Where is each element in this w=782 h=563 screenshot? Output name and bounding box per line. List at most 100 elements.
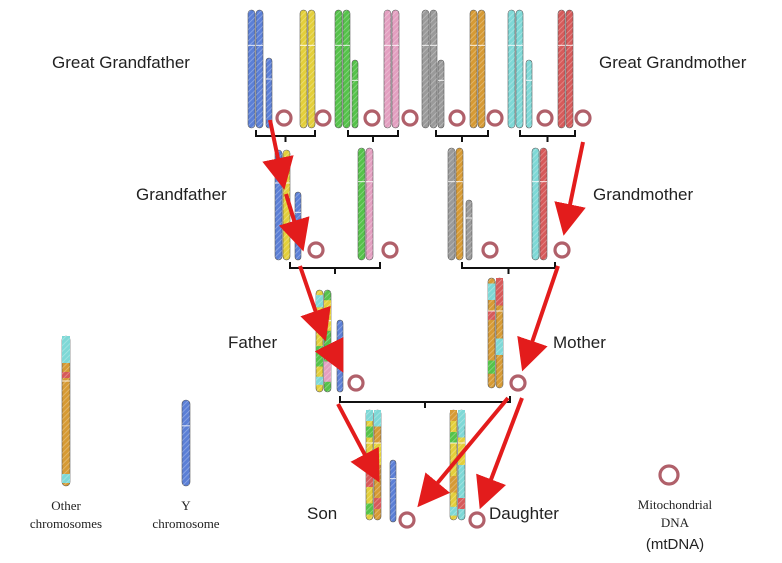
ggm-chromosome <box>429 9 438 129</box>
gm-mtdna-ring-icon <box>481 241 499 259</box>
chromosome-texture <box>316 290 323 392</box>
daughter-mtdna-ring-icon <box>468 511 486 529</box>
mother-chromosome <box>487 277 496 389</box>
chromosome-texture <box>248 10 255 128</box>
mtdna-rings <box>275 109 680 529</box>
legend-other-line2: chromosomes <box>30 516 102 531</box>
label-daughter: Daughter <box>489 504 559 523</box>
chromosome-texture <box>308 10 315 128</box>
chromosome-texture <box>392 10 399 128</box>
legend-other-chromosome-icon <box>61 335 71 487</box>
gm-chromosome <box>465 199 473 261</box>
ggf-mtdna-ring-icon <box>314 109 332 127</box>
gf-mtdna-ring-icon <box>307 241 325 259</box>
legend-other-line1: Other <box>51 498 81 513</box>
chromosome-texture <box>366 148 373 260</box>
arrow-icon <box>278 193 310 252</box>
mother-mtdna-ring-icon <box>509 374 527 392</box>
chromosome-texture <box>532 148 539 260</box>
chromosome-texture <box>566 10 573 128</box>
legend-mtdna-ring-icon <box>658 464 680 486</box>
chromosome-texture <box>256 10 263 128</box>
chromosome-texture <box>62 336 70 486</box>
chromosome-texture <box>390 460 396 522</box>
legend-mt-line1: Mitochondrial <box>638 497 713 512</box>
chromosome-texture <box>488 278 495 388</box>
chromosome-texture <box>384 10 391 128</box>
ggm-bracket <box>519 130 576 142</box>
ggm-mtdna-ring-icon <box>536 109 554 127</box>
label-mother: Mother <box>553 333 606 352</box>
chromosome-texture <box>496 278 503 388</box>
father-chromosome <box>323 289 332 393</box>
ggm-chromosome <box>507 9 516 129</box>
label-son: Son <box>307 504 337 523</box>
gm-chromosome <box>455 147 464 261</box>
chromosome-texture <box>374 410 381 520</box>
parents-bracket <box>339 396 511 408</box>
chromosome-texture <box>430 10 437 128</box>
gm-chromosome <box>447 147 456 261</box>
chromosome-texture <box>526 60 532 128</box>
gm-chromosome <box>539 147 548 261</box>
label-father: Father <box>228 333 277 352</box>
arrow-icon <box>336 403 380 483</box>
pairing-brackets <box>255 130 576 408</box>
ggf-mtdna-ring-icon <box>275 109 293 127</box>
gf-chromosome <box>357 147 366 261</box>
chromosome-texture <box>438 60 444 128</box>
chromosome-texture <box>516 10 523 128</box>
ggf-bracket <box>255 130 316 142</box>
chromosome-texture <box>422 10 429 128</box>
chromosome-texture <box>335 10 342 128</box>
gm-mtdna-ring-icon <box>553 241 571 259</box>
chromosome-texture <box>352 60 358 128</box>
arrow-icon <box>314 336 344 373</box>
ggf-chromosome <box>351 59 359 129</box>
legend: Other chromosomes Y chromosome Mitochond… <box>30 497 713 553</box>
ggm-bracket <box>435 130 489 142</box>
chromosome-texture <box>458 410 465 520</box>
ggf-mtdna-ring-icon <box>401 109 419 127</box>
chromosome-texture <box>470 10 477 128</box>
ggm-chromosome <box>469 9 478 129</box>
ggm-chromosome <box>565 9 574 129</box>
arrow-icon <box>417 396 510 508</box>
ggf-mtdna-ring-icon <box>363 109 381 127</box>
ggf-chromosome <box>307 9 316 129</box>
chromosome-texture <box>456 148 463 260</box>
gf-mtdna-ring-icon <box>381 241 399 259</box>
legend-y-line2: chromosome <box>152 516 219 531</box>
ggm-chromosome <box>437 59 445 129</box>
ggf-y-chromosome <box>265 57 273 129</box>
gf-bracket <box>289 262 381 274</box>
chromosome-texture <box>448 148 455 260</box>
ggm-mtdna-ring-icon <box>486 109 504 127</box>
ggm-chromosome <box>515 9 524 129</box>
son-y-chromosome <box>389 459 397 523</box>
gm-chromosome <box>531 147 540 261</box>
chromosome-texture <box>466 200 472 260</box>
daughter-chromosome <box>457 409 466 521</box>
ggm-chromosome <box>557 9 566 129</box>
chromosome-texture <box>343 10 350 128</box>
chromosome-texture <box>540 148 547 260</box>
ggm-chromosome <box>421 9 430 129</box>
gm-bracket <box>461 262 556 274</box>
legend-mt-line2: DNA <box>661 515 690 530</box>
inheritance-arrows <box>262 119 586 510</box>
ggf-chromosome <box>391 9 400 129</box>
label-great-grandfather: Great Grandfather <box>52 53 190 72</box>
father-mtdna-ring-icon <box>347 374 365 392</box>
chromosome-group <box>61 9 574 523</box>
ggm-chromosome <box>525 59 533 129</box>
arrow-icon <box>517 265 560 372</box>
gf-chromosome <box>365 147 374 261</box>
chromosome-texture <box>300 10 307 128</box>
chromosome-texture <box>337 320 343 392</box>
son-chromosome <box>373 409 382 521</box>
ggf-chromosome <box>299 9 308 129</box>
ggf-chromosome <box>334 9 343 129</box>
chromosome-texture <box>478 10 485 128</box>
